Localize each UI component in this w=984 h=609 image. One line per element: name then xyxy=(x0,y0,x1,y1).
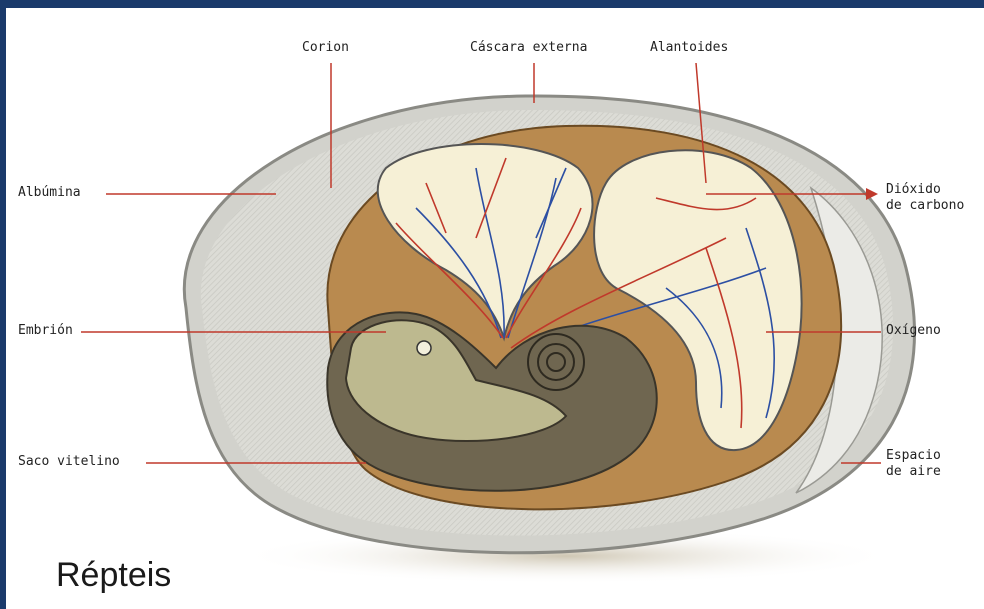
label-embrion: Embrión xyxy=(18,324,73,338)
label-dioxido-2: de carbono xyxy=(886,199,964,213)
label-espacio-1: Espacio xyxy=(886,449,941,463)
label-cascara: Cáscara externa xyxy=(470,41,587,55)
label-espacio-2: de aire xyxy=(886,465,941,479)
page-title: Répteis xyxy=(56,556,171,595)
label-alantoides: Alantoides xyxy=(650,41,728,55)
diagram-frame: Corion Cáscara externa Alantoides Albúmi… xyxy=(6,8,984,609)
label-saco: Saco vitelino xyxy=(18,455,120,469)
embryo-eye xyxy=(417,341,431,355)
arrow-head xyxy=(866,188,878,200)
label-corion: Corion xyxy=(302,41,349,55)
egg-diagram xyxy=(6,8,984,609)
label-albumina: Albúmina xyxy=(18,186,81,200)
label-dioxido-1: Dióxido xyxy=(886,183,941,197)
label-oxigeno: Oxígeno xyxy=(886,324,941,338)
